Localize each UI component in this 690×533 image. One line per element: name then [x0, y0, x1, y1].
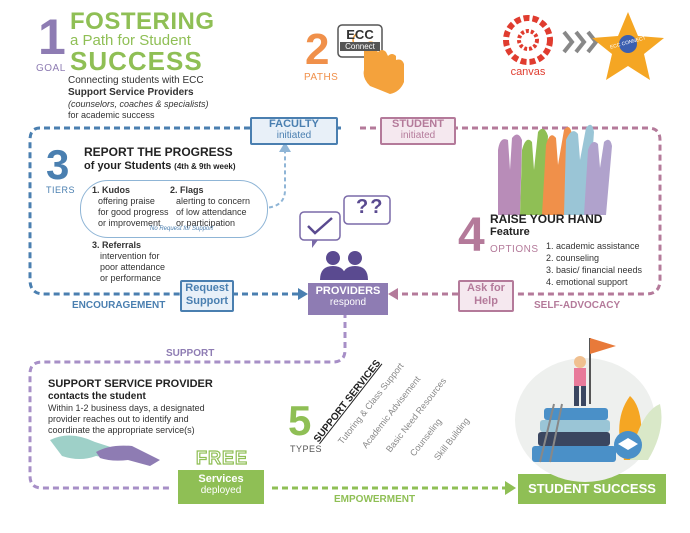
referrals-line1: 3. Referrals — [92, 240, 142, 250]
tiers-title-note: (4th & 9th week) — [174, 162, 236, 171]
tiers-title-line1: REPORT THE PROGRESS — [84, 145, 233, 159]
services-line2: deployed — [200, 485, 242, 496]
flags-line3: of low attendance — [176, 207, 247, 217]
student-path-right — [452, 126, 662, 296]
referrals-line3: poor attendance — [100, 262, 166, 272]
options-title-line2: Feature — [490, 226, 530, 238]
ssp-desc-line2: provider reaches out to identify and — [48, 414, 189, 424]
faculty-tag-line1: FACULTY — [269, 118, 319, 130]
faculty-path — [28, 126, 250, 296]
types-number: 5 — [288, 397, 312, 444]
option-item: 1. academic assistance — [546, 241, 640, 251]
ask-for-help-box: Ask for Help — [458, 280, 514, 312]
tiers-number: 3 — [46, 141, 70, 188]
kudos-line4: or improvement — [98, 218, 161, 228]
student-tag-line1: STUDENT — [392, 118, 444, 130]
student-success-label: STUDENT SUCCESS — [528, 481, 656, 496]
paths-label: PATHS — [304, 72, 339, 83]
referrals-block: 3. Referrals intervention for poor atten… — [92, 240, 165, 284]
tiers-connector-arrowhead — [279, 142, 291, 152]
tiers-label: TIERS — [46, 185, 76, 195]
goal-label: GOAL — [36, 63, 66, 74]
ecc-connect-line1: ECC — [346, 27, 374, 42]
pointer-hand-icon — [363, 41, 404, 94]
request-support-line2: Support — [185, 295, 229, 307]
providers-icon — [299, 195, 391, 280]
self-advocacy-label: SELF-ADVOCACY — [534, 300, 621, 311]
request-support-box: Request Support — [180, 280, 234, 312]
goal-title-line2: a Path for Student — [70, 32, 191, 49]
paths-number: 2 — [305, 25, 330, 74]
goal-desc-line1: Connecting students with ECC — [68, 75, 204, 86]
success-illustration — [515, 338, 662, 482]
providers-banner — [308, 283, 388, 315]
referrals-line2: intervention for — [100, 251, 160, 261]
ssp-title-line2: contacts the student — [48, 391, 146, 402]
ssp-desc-line1: Within 1-2 business days, a designated — [48, 403, 205, 413]
faculty-initiated-tag: FACULTY initiated — [250, 117, 338, 145]
goal-desc-line2: Support Service Providers — [68, 87, 194, 98]
tiers-oval — [80, 180, 268, 238]
free-label: FREE — [195, 447, 249, 468]
providers-label: PROVIDERS respond — [308, 285, 388, 308]
services-line1: Services — [198, 473, 244, 485]
providers-line2: respond — [329, 297, 367, 308]
canvas-logo-icon — [503, 15, 553, 65]
empowerment-label: EMPOWERMENT — [334, 494, 416, 505]
support-path — [28, 312, 347, 490]
services-deployed-label: Services deployed — [178, 473, 264, 496]
kudos-block: 1. Kudos offering praise for good progre… — [92, 185, 169, 229]
canvas-label: canvas — [510, 66, 546, 78]
goal-desc-line3: (counselors, coaches & specialists) — [68, 99, 209, 109]
chevrons-icon — [562, 30, 599, 54]
options-label: OPTIONS — [490, 244, 539, 255]
encourage-arrowhead — [298, 288, 308, 300]
providers-line1: PROVIDERS — [315, 285, 381, 297]
option-item: 3. basic/ financial needs — [546, 265, 643, 275]
flags-line2: alerting to concern — [176, 196, 251, 206]
services-banner — [178, 470, 264, 504]
request-support-line1: Request — [185, 282, 229, 294]
types-label: TYPES — [290, 444, 323, 454]
ssp-desc-line3: coordinate the appropriate service(s) — [48, 425, 195, 435]
ssp-title-line1: SUPPORT SERVICE PROVIDER — [48, 378, 213, 390]
options-title-line1: RAISE YOUR HAND — [490, 212, 603, 226]
support-label: SUPPORT — [166, 348, 215, 359]
faculty-tag-line2: initiated — [276, 130, 312, 141]
empowerment-arrowhead — [505, 481, 516, 495]
goal-title-line3: SUCCESS — [70, 46, 203, 76]
flags-block: 2. Flags alerting to concern of low atte… — [170, 185, 250, 229]
tiers-title-wrap: of your Students (4th & 9th week) — [84, 160, 236, 172]
flags-line1: 2. Flags — [170, 185, 204, 195]
option-item: 4. emotional support — [546, 277, 628, 287]
option-item: 2. counseling — [546, 253, 600, 263]
options-number: 4 — [458, 209, 485, 262]
kudos-line1: 1. Kudos — [92, 185, 131, 195]
providers-bubble-text: ?? — [356, 196, 385, 218]
kudos-line2: offering praise — [98, 196, 155, 206]
raised-hands-icon — [498, 124, 612, 215]
options-list: 1. academic assistance 2. counseling 3. … — [546, 240, 642, 288]
referrals-line4: or performance — [100, 273, 162, 283]
tiers-title-line2: of your Students — [84, 160, 172, 172]
no-request-note: No Request for Support — [150, 226, 214, 232]
askhelp-arrowhead — [388, 288, 398, 300]
ssp-desc: Within 1-2 business days, a designated p… — [48, 403, 205, 436]
ecc-connect-line2: Connect — [340, 42, 380, 51]
student-tag-line2: initiated — [400, 130, 436, 141]
ask-help-line1: Ask for — [467, 282, 505, 294]
kudos-line3: for good progress — [98, 207, 169, 217]
student-initiated-tag: STUDENT initiated — [380, 117, 456, 145]
goal-title-line1: FOSTERING — [70, 8, 215, 35]
goal-desc-line4: for academic success — [68, 110, 155, 120]
handshake-icon — [50, 435, 160, 466]
flags-line4: or participation — [176, 218, 236, 228]
goal-number: 1 — [38, 9, 66, 65]
encouragement-label: ENCOURAGEMENT — [72, 300, 166, 311]
ask-help-line2: Help — [474, 295, 498, 307]
